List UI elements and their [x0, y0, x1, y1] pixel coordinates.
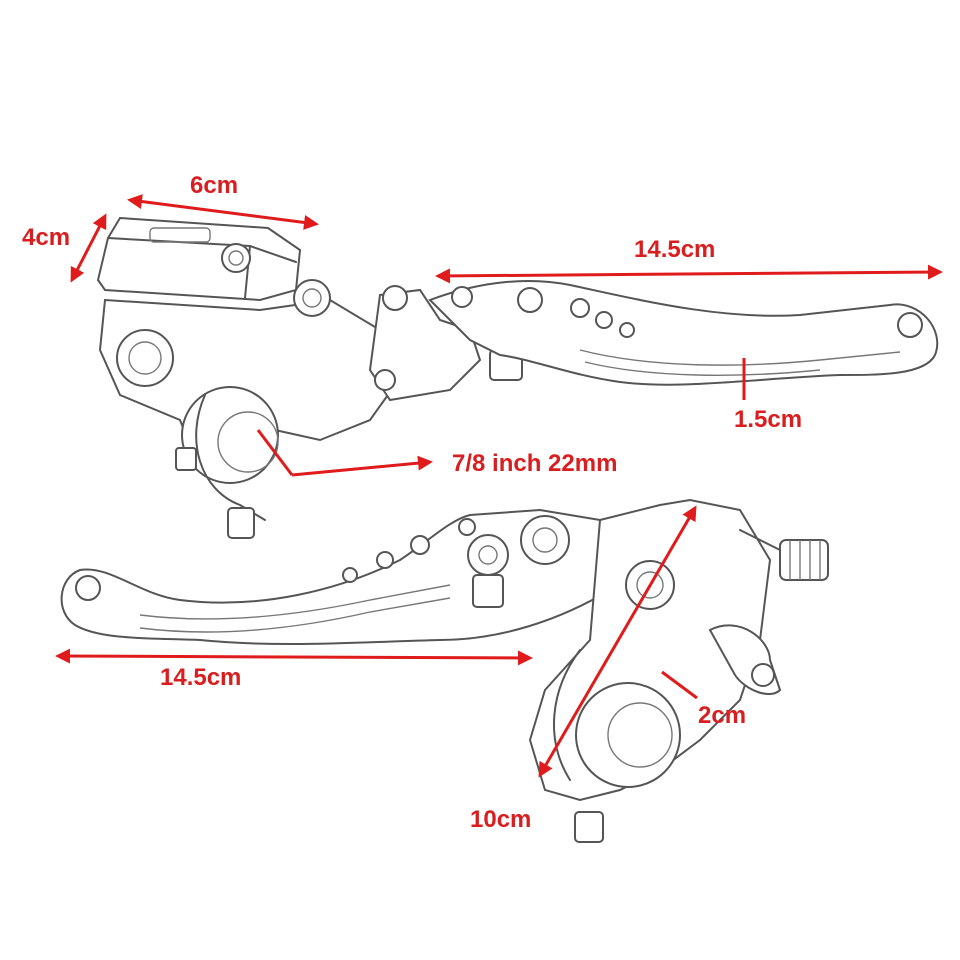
brake-lever-length-arrow — [435, 264, 943, 284]
bar-diameter-leader — [291, 455, 433, 477]
reservoir-height-label: 4cm — [22, 224, 71, 251]
lever-width-label: 1.5cm — [734, 406, 803, 433]
clutch-lever-length-arrow — [55, 648, 533, 666]
clamp-width-label: 2cm — [698, 702, 747, 729]
brake-master-cylinder-lever — [96, 216, 939, 539]
clutch-body-length-label: 10cm — [470, 806, 532, 833]
clutch-lever-length-label: 14.5cm — [160, 664, 242, 691]
dimension-lines — [55, 194, 943, 778]
bar-diameter-label: 7/8 inch 22mm — [452, 450, 618, 477]
clutch-body-length-arrow — [538, 505, 697, 778]
brake-lever-length-label: 14.5cm — [634, 236, 716, 263]
reservoir-width-label: 6cm — [190, 172, 239, 199]
bar-diameter-arrow — [256, 429, 294, 476]
reservoir-height-arrow — [70, 213, 107, 283]
reservoir-width-arrow — [127, 194, 319, 230]
